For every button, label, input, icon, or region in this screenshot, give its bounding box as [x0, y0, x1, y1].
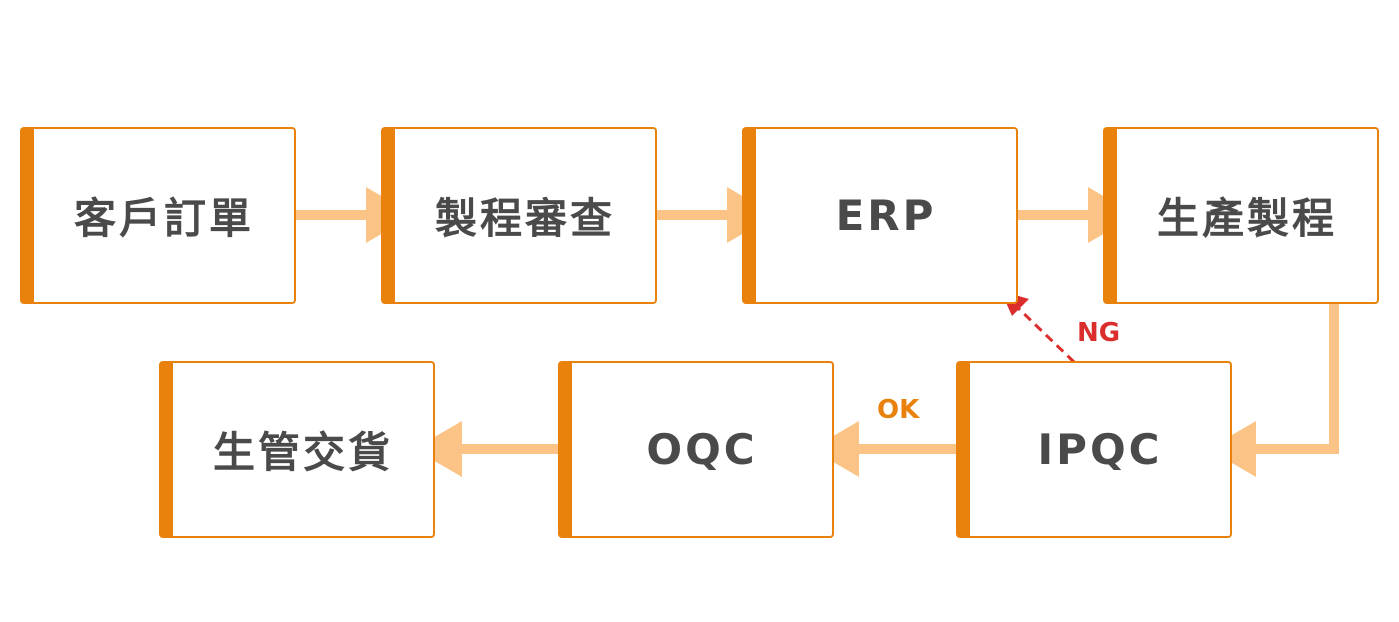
arrow-oqc-to-delivery: [414, 421, 558, 477]
node-delivery: 生管交貨: [159, 361, 435, 538]
node-production-label: 生產製程: [1156, 194, 1337, 243]
node-ipqc-label: IPQC: [1037, 425, 1163, 474]
node-erp: ERP: [742, 127, 1018, 304]
node-erp-label: ERP: [835, 191, 937, 240]
node-review: 製程審查: [381, 127, 657, 304]
node-ipqc: IPQC: [956, 361, 1232, 538]
node-production: 生產製程: [1103, 127, 1379, 304]
arrow-production-to-ipqc: [1208, 304, 1339, 477]
node-order-label: 客戶訂單: [73, 194, 254, 243]
node-delivery-label: 生管交貨: [212, 428, 393, 477]
edge-label-ng: NG: [1077, 318, 1121, 348]
node-order: 客戶訂單: [20, 127, 296, 304]
node-oqc-label: OQC: [646, 425, 758, 474]
node-review-label: 製程審查: [434, 194, 615, 243]
arrow-ipqc-to-oqc: [811, 421, 956, 477]
node-oqc: OQC: [558, 361, 834, 538]
edge-label-ok: OK: [877, 395, 920, 425]
